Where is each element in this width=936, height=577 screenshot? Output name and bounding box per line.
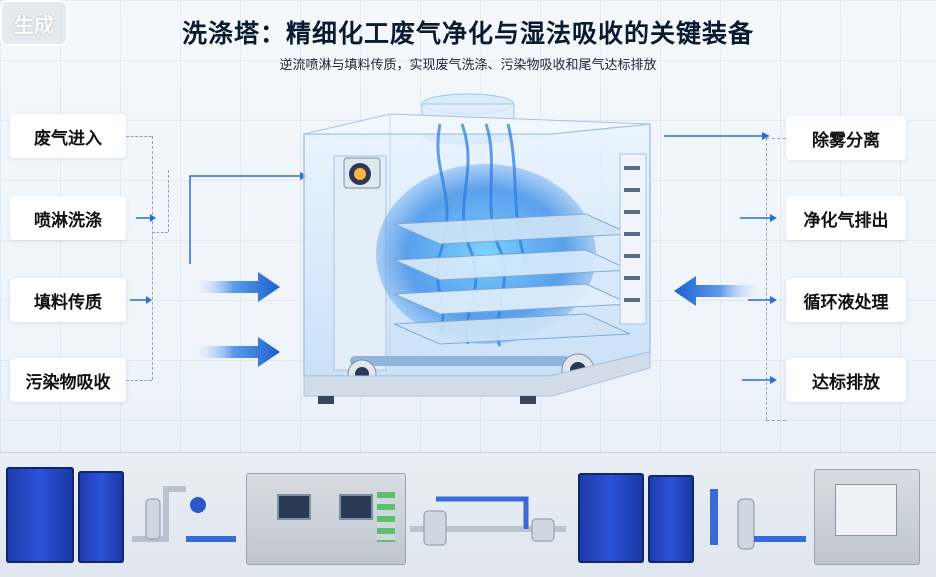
left-connector-line <box>152 136 153 380</box>
page-title: 洗涤塔：精细化工废气净化与湿法吸收的关键装备 <box>181 19 754 48</box>
control-screen <box>339 494 373 520</box>
big-arrow-right-icon <box>188 337 280 367</box>
arrow-right-icon <box>770 214 777 222</box>
pipe-assembly <box>410 496 566 546</box>
label-exhaust-inlet: 废气进入 <box>10 114 126 158</box>
page-subtitle: 逆流喷淋与填料传质，实现废气洗涤、污染物吸收和尾气达标排放 <box>279 58 657 73</box>
control-cabinet <box>814 469 920 565</box>
blue-equipment-cabinet <box>648 475 694 563</box>
right-connector-line <box>766 138 786 139</box>
inlet-arrow-icon <box>189 175 300 264</box>
control-cabinet <box>246 473 406 565</box>
label-spray-washing: 喷淋洗涤 <box>10 196 126 240</box>
arrow-right-icon <box>146 296 152 304</box>
right-connector-line <box>766 420 786 421</box>
right-connector-line <box>766 138 767 420</box>
equipment-panel <box>835 484 897 536</box>
left-connector-line <box>126 380 152 381</box>
control-screen <box>277 494 311 520</box>
arrow-right-icon <box>150 214 156 222</box>
pipe-assembly <box>710 489 806 550</box>
indicator-lights <box>377 492 395 542</box>
left-connector-line <box>152 232 168 233</box>
blue-equipment-cabinet <box>78 471 124 563</box>
label-packing-transfer: 填料传质 <box>10 278 126 322</box>
left-connector-line <box>168 170 169 232</box>
pipe-assembly <box>132 486 236 542</box>
label-pollutant-absorption: 污染物吸收 <box>10 358 126 402</box>
blue-equipment-cabinet <box>578 473 644 563</box>
equipment-strip <box>0 452 936 577</box>
big-arrow-right-icon <box>188 272 280 302</box>
scrubber-tower-illustration <box>303 93 651 404</box>
label-compliant-discharge: 达标排放 <box>786 358 906 402</box>
label-demister: 除雾分离 <box>786 116 906 160</box>
blue-equipment-cabinet <box>6 467 74 563</box>
big-arrow-left-icon <box>674 276 766 306</box>
arrow-right-icon <box>770 376 777 384</box>
left-connector-line <box>126 136 152 137</box>
arrow-right-icon <box>770 296 777 304</box>
arrow-right-icon <box>762 132 770 140</box>
label-clean-gas-outlet: 净化气排出 <box>786 196 906 240</box>
watermark: 生成 <box>0 0 68 46</box>
label-circulation-liquid: 循环液处理 <box>786 278 906 322</box>
